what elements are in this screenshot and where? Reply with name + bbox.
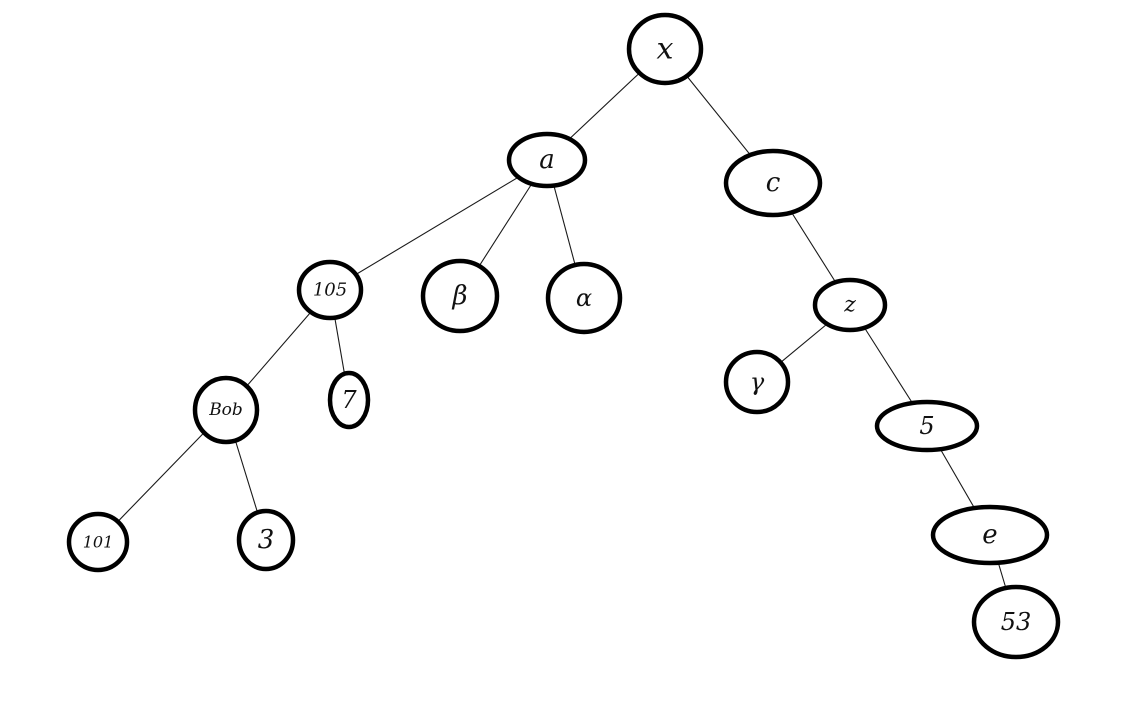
tree-node-n105: 105 xyxy=(296,259,364,321)
node-label: 3 xyxy=(258,525,275,555)
tree-node-z: z xyxy=(812,277,888,333)
node-label: 5 xyxy=(919,412,934,440)
node-label: γ xyxy=(750,368,765,396)
tree-node-n101: 101 xyxy=(66,511,130,573)
node-label: β xyxy=(451,281,467,311)
tree-node-n7: 7 xyxy=(327,370,371,430)
node-label: 7 xyxy=(341,386,357,414)
node-circle xyxy=(506,131,588,189)
tree-node-x: x xyxy=(626,12,704,86)
node-circle xyxy=(971,584,1061,660)
tree-node-n53: 53 xyxy=(971,584,1061,660)
tree-node-n5: 5 xyxy=(874,399,980,453)
node-label: c xyxy=(766,168,781,198)
tree-node-n3: 3 xyxy=(236,508,296,572)
node-circle xyxy=(930,504,1050,566)
node-circle xyxy=(723,349,791,415)
tree-node-beta: β xyxy=(420,258,500,334)
node-label: 53 xyxy=(1001,608,1032,636)
node-label: e xyxy=(982,520,997,550)
node-circle xyxy=(723,148,823,218)
node-label: Bob xyxy=(208,400,243,420)
node-circle xyxy=(874,399,980,453)
node-circle xyxy=(420,258,500,334)
edge-a-n105 xyxy=(329,159,548,291)
node-label: x xyxy=(657,32,674,67)
node-circle xyxy=(545,261,623,335)
node-circle xyxy=(236,508,296,572)
node-circle xyxy=(626,12,704,86)
node-circle xyxy=(66,511,130,573)
node-label: a xyxy=(539,145,555,175)
node-label: α xyxy=(576,284,592,312)
tree-node-bob: Bob xyxy=(192,375,260,445)
node-label: 101 xyxy=(83,533,114,552)
node-label: z xyxy=(843,293,856,318)
node-label: 105 xyxy=(313,280,347,301)
node-circle xyxy=(812,277,888,333)
node-circle xyxy=(296,259,364,321)
tree-node-e: e xyxy=(930,504,1050,566)
node-circle xyxy=(327,370,371,430)
tree-node-a: a xyxy=(506,131,588,189)
tree-node-c: c xyxy=(723,148,823,218)
node-circle xyxy=(192,375,260,445)
tree-node-gamma: γ xyxy=(723,349,791,415)
tree-node-alpha: α xyxy=(545,261,623,335)
